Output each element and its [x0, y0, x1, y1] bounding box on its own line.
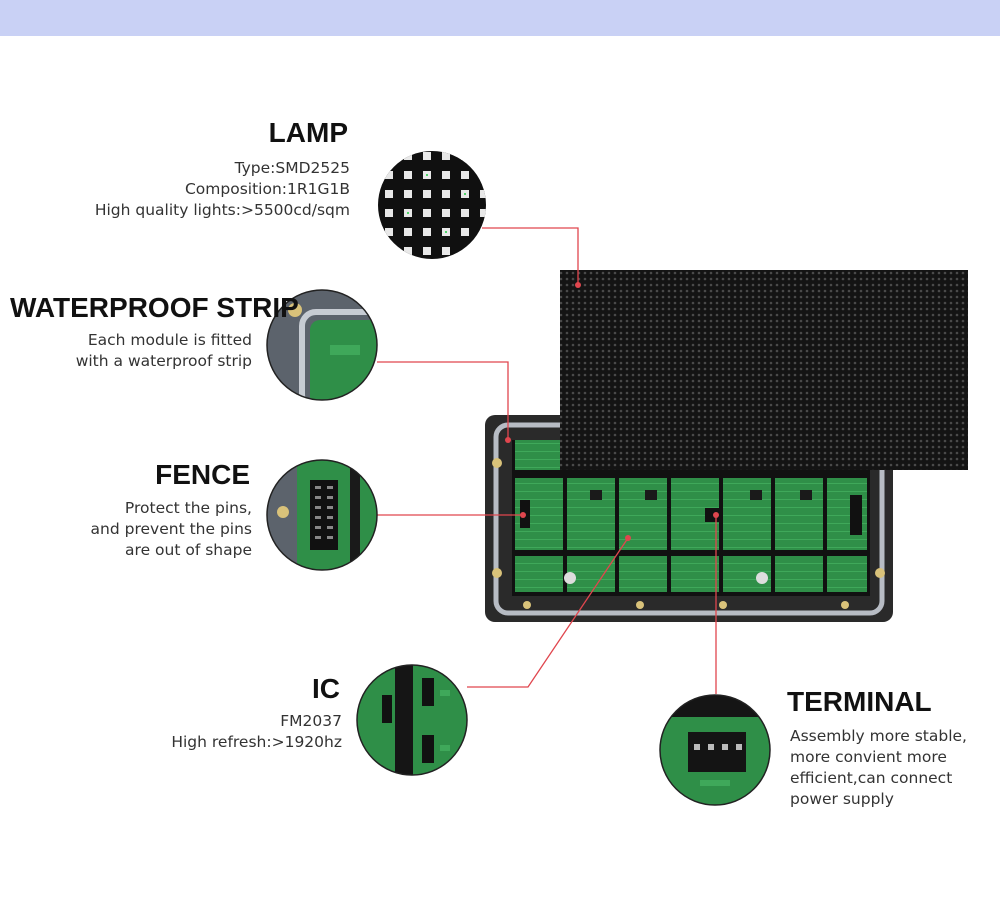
terminal-line: Assembly more stable,	[790, 727, 967, 745]
terminal-description: Assembly more stable, more convient more…	[790, 726, 995, 810]
lamp-title: LAMP	[268, 117, 348, 148]
fence-line: Protect the pins,	[124, 499, 252, 517]
fence-line: are out of shape	[125, 541, 252, 559]
ic-description: FM2037 High refresh:>1920hz	[100, 711, 342, 753]
fence-line: and prevent the pins	[90, 520, 252, 538]
leader-lines	[377, 227, 719, 694]
terminal-line: more convient more	[790, 748, 947, 766]
lamp-line: Type:SMD2525	[234, 159, 350, 177]
fence-description: Protect the pins, and prevent the pins a…	[20, 498, 252, 561]
lamp-description: Type:SMD2525 Composition:1R1G1B High qua…	[40, 158, 350, 221]
pcb-cells	[515, 440, 867, 592]
lamp-line: Composition:1R1G1B	[184, 180, 350, 198]
led-panel	[560, 270, 968, 470]
fence-closeup-icon	[266, 459, 378, 571]
waterproof-line: Each module is fitted	[87, 331, 252, 349]
ic-line: FM2037	[280, 712, 342, 730]
ic-line: High refresh:>1920hz	[171, 733, 342, 751]
fence-title: FENCE	[155, 459, 250, 490]
terminal-line: efficient,can connect	[790, 769, 953, 787]
terminal-closeup-icon	[659, 694, 771, 806]
waterproof-line: with a waterproof strip	[75, 352, 252, 370]
ic-closeup-icon	[356, 664, 468, 776]
waterproof-closeup-icon	[266, 289, 378, 401]
lamp-closeup-icon	[378, 151, 486, 259]
lamp-line: High quality lights:>5500cd/sqm	[94, 201, 350, 219]
terminal-line: power supply	[790, 790, 894, 808]
ic-title: IC	[312, 673, 340, 704]
terminal-title: TERMINAL	[787, 686, 932, 717]
waterproof-title: WATERPROOF STRIP	[10, 292, 299, 323]
waterproof-description: Each module is fitted with a waterproof …	[20, 330, 252, 372]
header-band	[0, 0, 1000, 36]
